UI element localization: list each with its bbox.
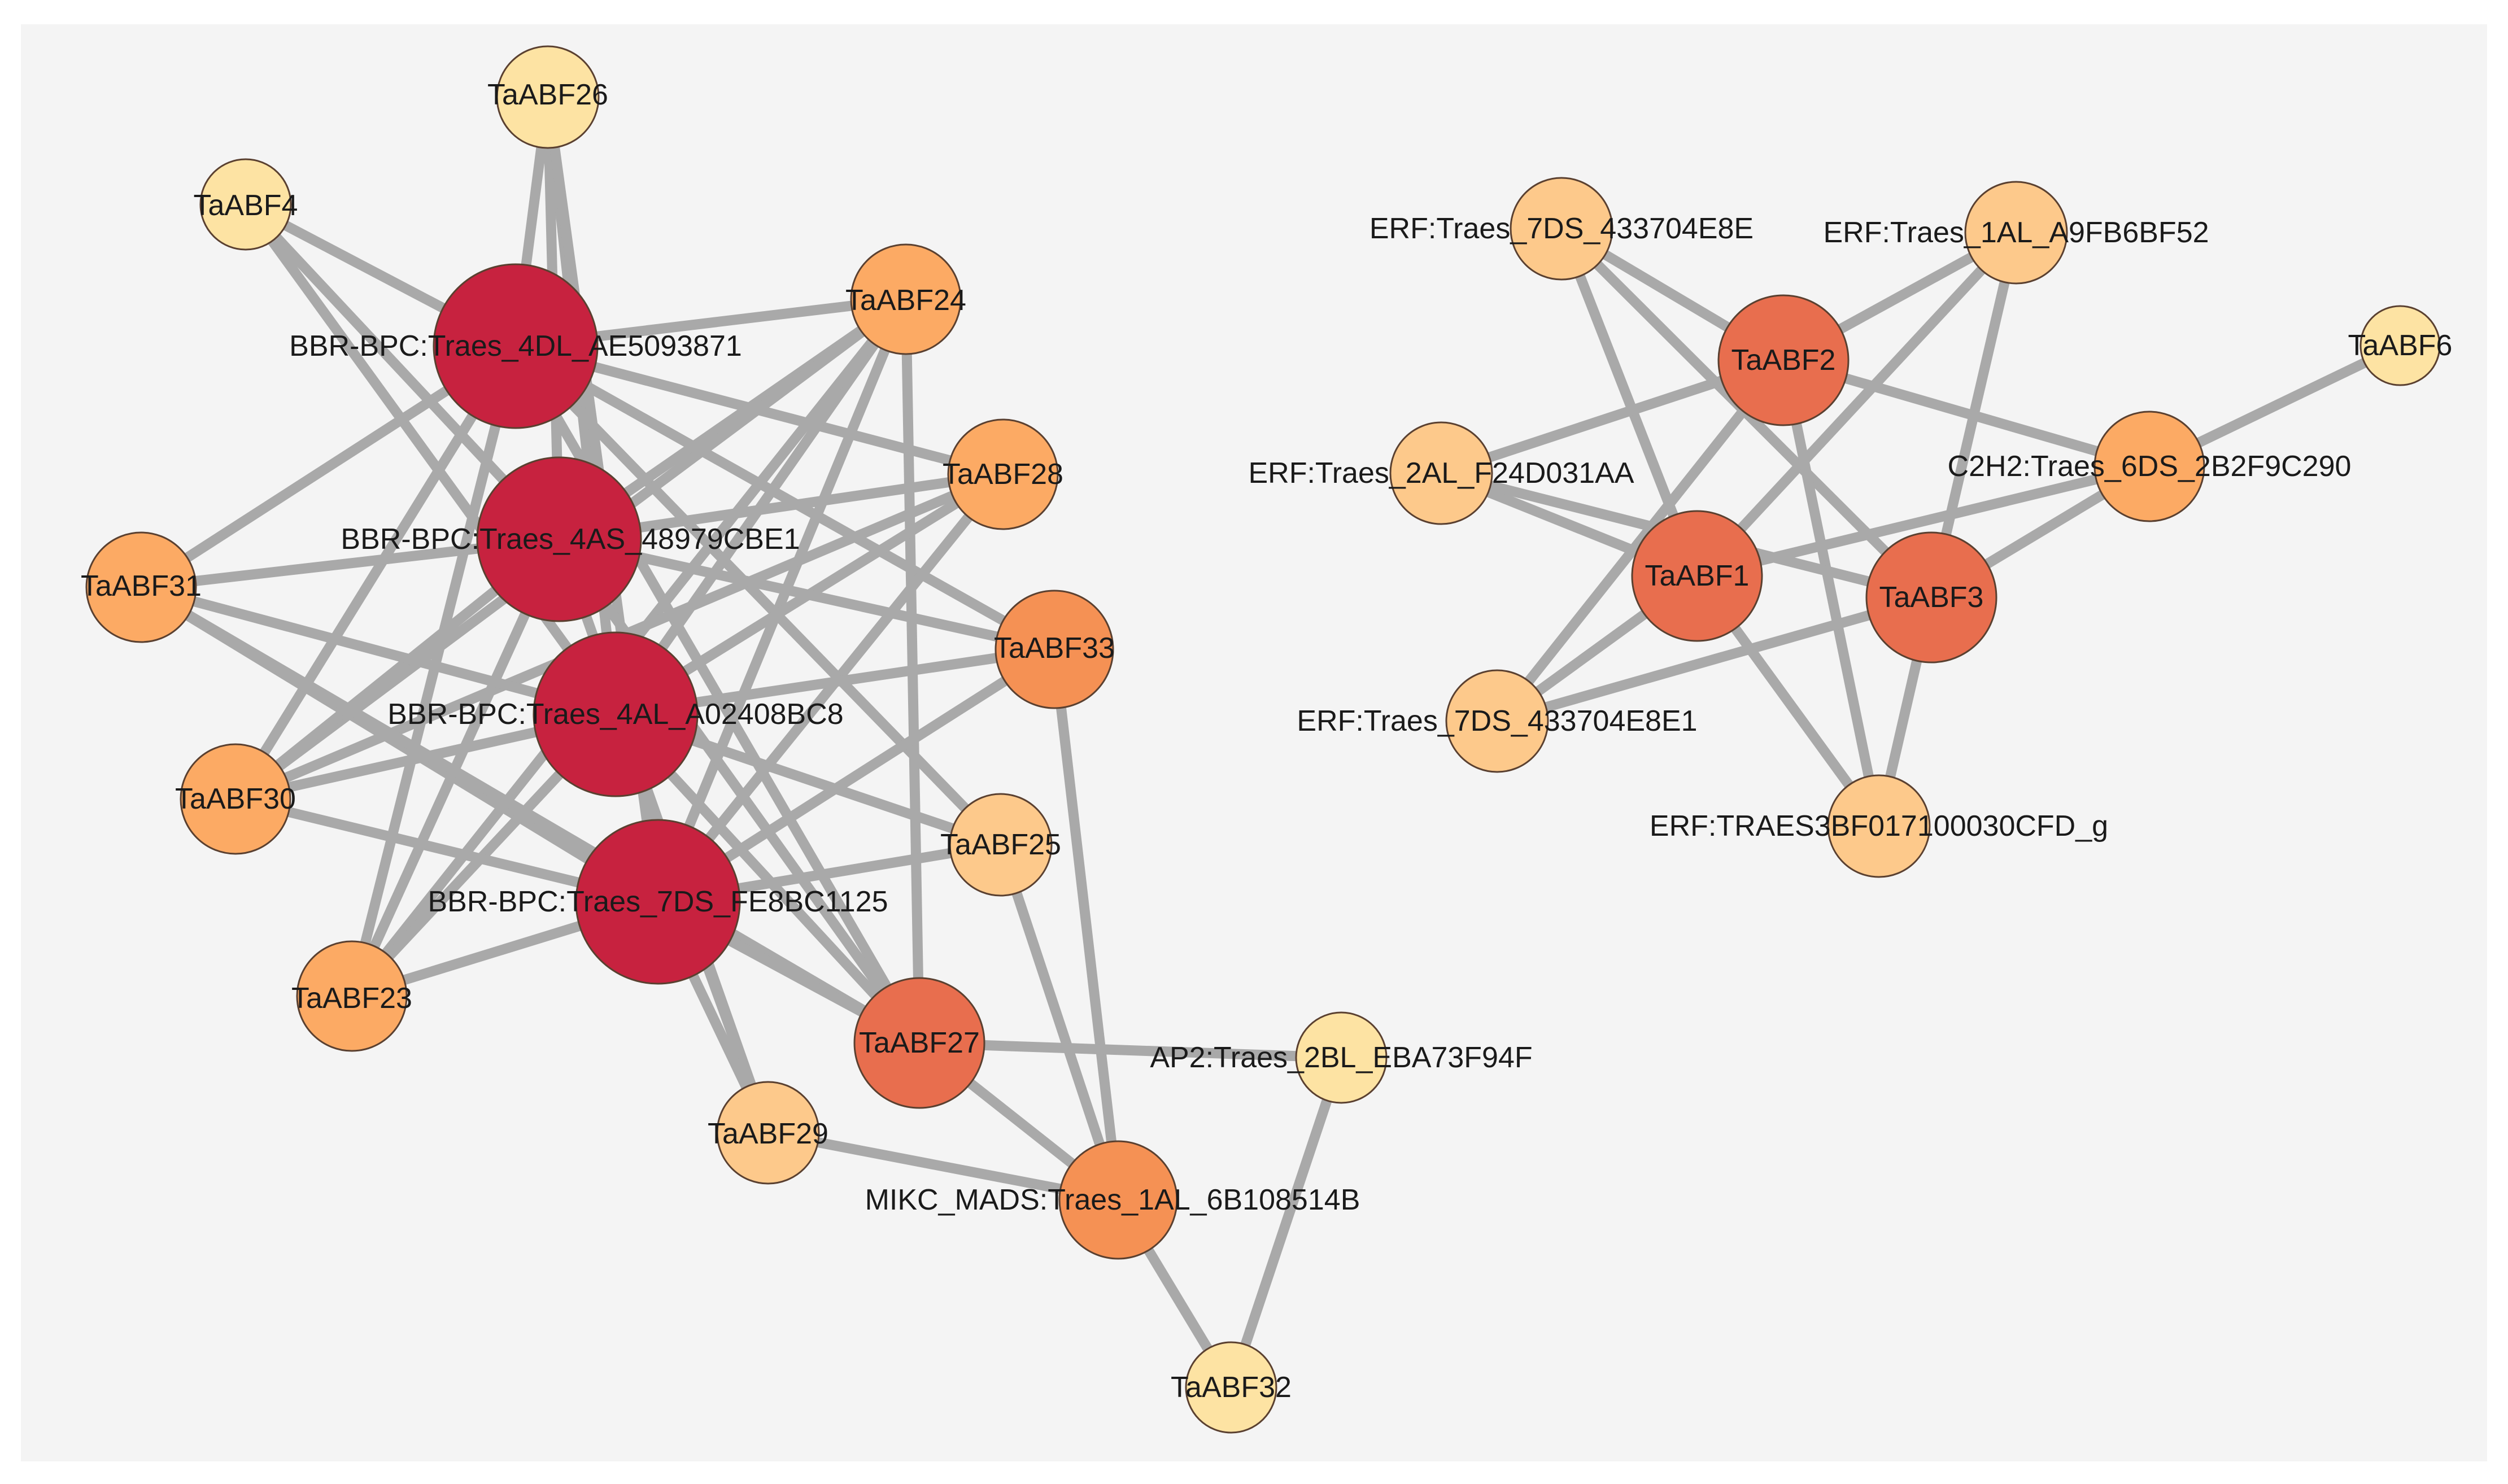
edge-n11-n17 bbox=[996, 840, 1123, 1205]
node-taabf24[interactable] bbox=[850, 243, 962, 355]
node-ap2-traes-2bl-eba73f94f[interactable] bbox=[1295, 1011, 1388, 1104]
edge-n24-n25 bbox=[1692, 461, 2154, 581]
node-taabf3[interactable] bbox=[1865, 531, 1997, 664]
node-erf-traes-2al-f24d031aa[interactable] bbox=[1389, 421, 1493, 525]
node-erf-traes-7ds-433704e8e[interactable] bbox=[1510, 177, 1613, 281]
edge-n21-n27 bbox=[1492, 355, 1789, 726]
node-taabf28[interactable] bbox=[947, 418, 1059, 530]
node-taabf25[interactable] bbox=[949, 793, 1053, 897]
node-bbr-bpc-traes-4dl-ae5093871[interactable] bbox=[433, 263, 599, 429]
node-bbr-bpc-traes-4al-a02408bc8[interactable] bbox=[533, 631, 699, 797]
edge-n6-n14 bbox=[554, 534, 924, 1048]
edge-n3-n8 bbox=[511, 341, 1059, 654]
node-taabf4[interactable] bbox=[199, 158, 292, 251]
node-taabf31[interactable] bbox=[85, 531, 197, 643]
node-erf-traes-1al-a9fb6bf52[interactable] bbox=[1964, 181, 2068, 285]
node-taabf6[interactable] bbox=[2359, 305, 2441, 386]
edge-n6-n8 bbox=[554, 534, 1059, 654]
node-taabf30[interactable] bbox=[180, 743, 291, 855]
label-layer: TaABF26TaABF4BBR-BPC:Traes_4DL_AE5093871… bbox=[81, 78, 2452, 1404]
node-layer bbox=[85, 45, 2441, 1434]
node-taabf2[interactable] bbox=[1717, 294, 1850, 426]
node-c2h2-traes-6ds-2b2f9c290[interactable] bbox=[2093, 411, 2205, 522]
edge-n3-n11 bbox=[511, 341, 1006, 850]
node-mikc-mads-traes-1al-6b108514b[interactable] bbox=[1058, 1140, 1178, 1260]
edge-n26-n27 bbox=[1492, 592, 1936, 726]
node-erf-traes3bf017100030cfd-g[interactable] bbox=[1827, 774, 1931, 878]
edge-n20-n25 bbox=[1692, 228, 2021, 581]
node-taabf33[interactable] bbox=[995, 590, 1114, 709]
node-taabf27[interactable] bbox=[853, 977, 985, 1109]
edge-n2-n9 bbox=[241, 199, 621, 719]
node-taabf23[interactable] bbox=[296, 940, 408, 1052]
node-erf-traes-7ds-433704e8e1[interactable] bbox=[1445, 669, 1549, 773]
edge-n14-n15 bbox=[914, 1038, 1346, 1063]
node-taabf26[interactable] bbox=[496, 45, 600, 149]
node-taabf1[interactable] bbox=[1631, 510, 1763, 642]
edge-n21-n28 bbox=[1778, 355, 1884, 831]
edge-n15-n18 bbox=[1226, 1053, 1346, 1393]
edge-n3-n13 bbox=[347, 341, 521, 1001]
node-bbr-bpc-traes-7ds-fe8bc1125[interactable] bbox=[575, 819, 741, 985]
node-bbr-bpc-traes-4as-48979cbe1[interactable] bbox=[476, 456, 642, 622]
edge-n3-n10 bbox=[230, 341, 521, 804]
node-taabf32[interactable] bbox=[1185, 1341, 1277, 1434]
network-panel bbox=[21, 24, 2487, 1461]
edge-n5-n12 bbox=[653, 469, 1008, 907]
edge-n7-n14 bbox=[136, 582, 924, 1048]
edge-n8-n17 bbox=[1049, 644, 1123, 1205]
node-taabf29[interactable] bbox=[716, 1081, 820, 1185]
